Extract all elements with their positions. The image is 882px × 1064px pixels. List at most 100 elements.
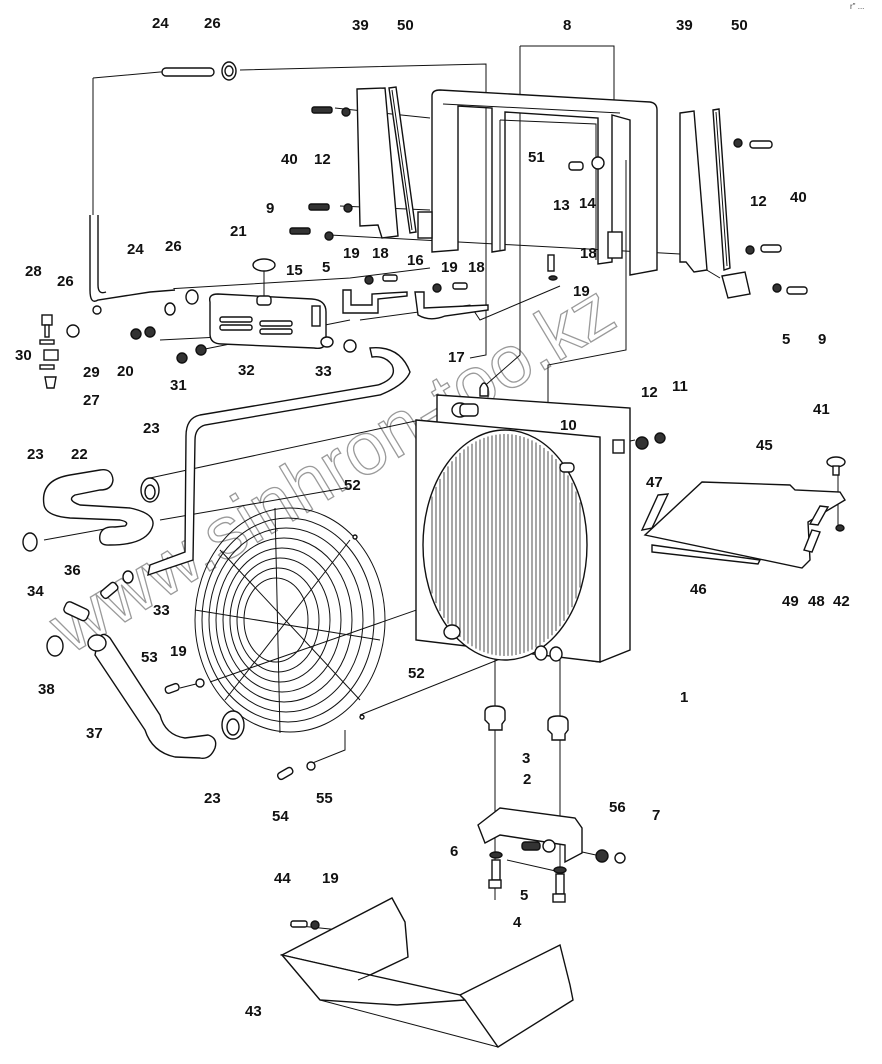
callout-6: 6 — [450, 843, 458, 860]
callout-46: 46 — [690, 581, 707, 598]
callout-53: 53 — [141, 649, 158, 666]
callout-10: 10 — [560, 417, 577, 434]
callout-17: 17 — [448, 349, 465, 366]
left-hose-assembly — [39, 215, 207, 389]
callout-labels: 24 26 39 50 8 39 50 40 12 51 13 14 12 40… — [15, 15, 850, 1020]
callout-19: 19 — [343, 245, 360, 262]
callout-19: 19 — [322, 870, 339, 887]
callout-9: 9 — [266, 200, 274, 217]
callout-54: 54 — [272, 808, 289, 825]
callout-19: 19 — [170, 643, 187, 660]
callout-15: 15 — [286, 262, 303, 279]
callout-50: 50 — [397, 17, 414, 34]
lower-left-hoses — [46, 570, 316, 781]
hose-22 — [22, 469, 160, 552]
callout-11: 11 — [672, 378, 688, 395]
callout-27: 27 — [83, 392, 100, 409]
callout-56: 56 — [609, 799, 626, 816]
fan-guard-ring — [208, 527, 364, 713]
expansion-tank — [208, 258, 357, 353]
callout-26: 26 — [57, 273, 74, 290]
callout-50: 50 — [731, 17, 748, 34]
callout-31: 31 — [170, 377, 187, 394]
callout-37: 37 — [86, 725, 103, 742]
mounting-hardware — [477, 705, 626, 903]
fan-guard-ring — [194, 507, 386, 733]
callout-49: 49 — [782, 593, 799, 610]
tank-brackets — [342, 289, 489, 320]
callout-7: 7 — [652, 807, 660, 824]
callout-18: 18 — [372, 245, 389, 262]
callout-22: 22 — [71, 446, 88, 463]
callout-33: 33 — [153, 602, 170, 619]
radiator — [415, 382, 666, 663]
callout-52: 52 — [344, 477, 361, 494]
callout-13: 13 — [553, 197, 570, 214]
callout-3: 3 — [522, 750, 530, 767]
side-plate-right — [679, 108, 731, 273]
callout-55: 55 — [316, 790, 333, 807]
callout-12: 12 — [641, 384, 658, 401]
callout-29: 29 — [83, 364, 100, 381]
hose-32 — [147, 347, 411, 577]
callout-40: 40 — [790, 189, 807, 206]
callout-4: 4 — [513, 914, 522, 931]
fan-guard — [194, 507, 386, 734]
callout-24: 24 — [127, 241, 144, 258]
callout-32: 32 — [238, 362, 255, 379]
callout-12: 12 — [314, 151, 331, 168]
callout-23: 23 — [143, 420, 160, 437]
callout-12: 12 — [750, 193, 767, 210]
fan-guard-ring — [201, 517, 375, 723]
callout-21: 21 — [230, 223, 247, 240]
callout-5: 5 — [520, 887, 528, 904]
callout-43: 43 — [245, 1003, 262, 1020]
corner-mark: r" ... — [850, 2, 864, 11]
callout-47: 47 — [646, 474, 663, 491]
callout-16: 16 — [407, 252, 424, 269]
fan-guard-ring — [236, 567, 320, 673]
fasteners-top — [289, 106, 808, 299]
callout-5: 5 — [322, 259, 330, 276]
callout-42: 42 — [833, 593, 850, 610]
callout-26: 26 — [204, 15, 221, 32]
callout-26: 26 — [165, 238, 182, 255]
guard-pan — [279, 897, 574, 1048]
callout-28: 28 — [25, 263, 42, 280]
callout-9: 9 — [818, 331, 826, 348]
callout-23: 23 — [27, 446, 44, 463]
shroud-frame — [417, 89, 658, 276]
callout-38: 38 — [38, 681, 55, 698]
callout-1: 1 — [680, 689, 688, 706]
callout-39: 39 — [676, 17, 693, 34]
fan-guard-ring — [243, 577, 309, 663]
side-plate-left — [356, 86, 417, 239]
fan-guard-ring — [215, 537, 353, 703]
fan-guard-ring — [229, 557, 331, 683]
fan-guard-ring — [222, 547, 342, 693]
callout-48: 48 — [808, 593, 825, 610]
callout-23: 23 — [204, 790, 221, 807]
callout-5: 5 — [782, 331, 790, 348]
callout-40: 40 — [281, 151, 298, 168]
callout-18: 18 — [468, 259, 485, 276]
callout-51: 51 — [528, 149, 545, 166]
callout-34: 34 — [27, 583, 44, 600]
callout-39: 39 — [352, 17, 369, 34]
screen-assembly — [640, 456, 846, 569]
callout-20: 20 — [117, 363, 134, 380]
callout-45: 45 — [756, 437, 773, 454]
hose-24-top — [161, 61, 237, 81]
callout-19: 19 — [441, 259, 458, 276]
callout-18: 18 — [580, 245, 597, 262]
callout-30: 30 — [15, 347, 32, 364]
callout-8: 8 — [563, 17, 571, 34]
callout-41: 41 — [813, 401, 830, 418]
callout-52: 52 — [408, 665, 425, 682]
callout-24: 24 — [152, 15, 169, 32]
callout-33: 33 — [315, 363, 332, 380]
callout-2: 2 — [523, 771, 531, 788]
callout-44: 44 — [274, 870, 291, 887]
callout-36: 36 — [64, 562, 81, 579]
